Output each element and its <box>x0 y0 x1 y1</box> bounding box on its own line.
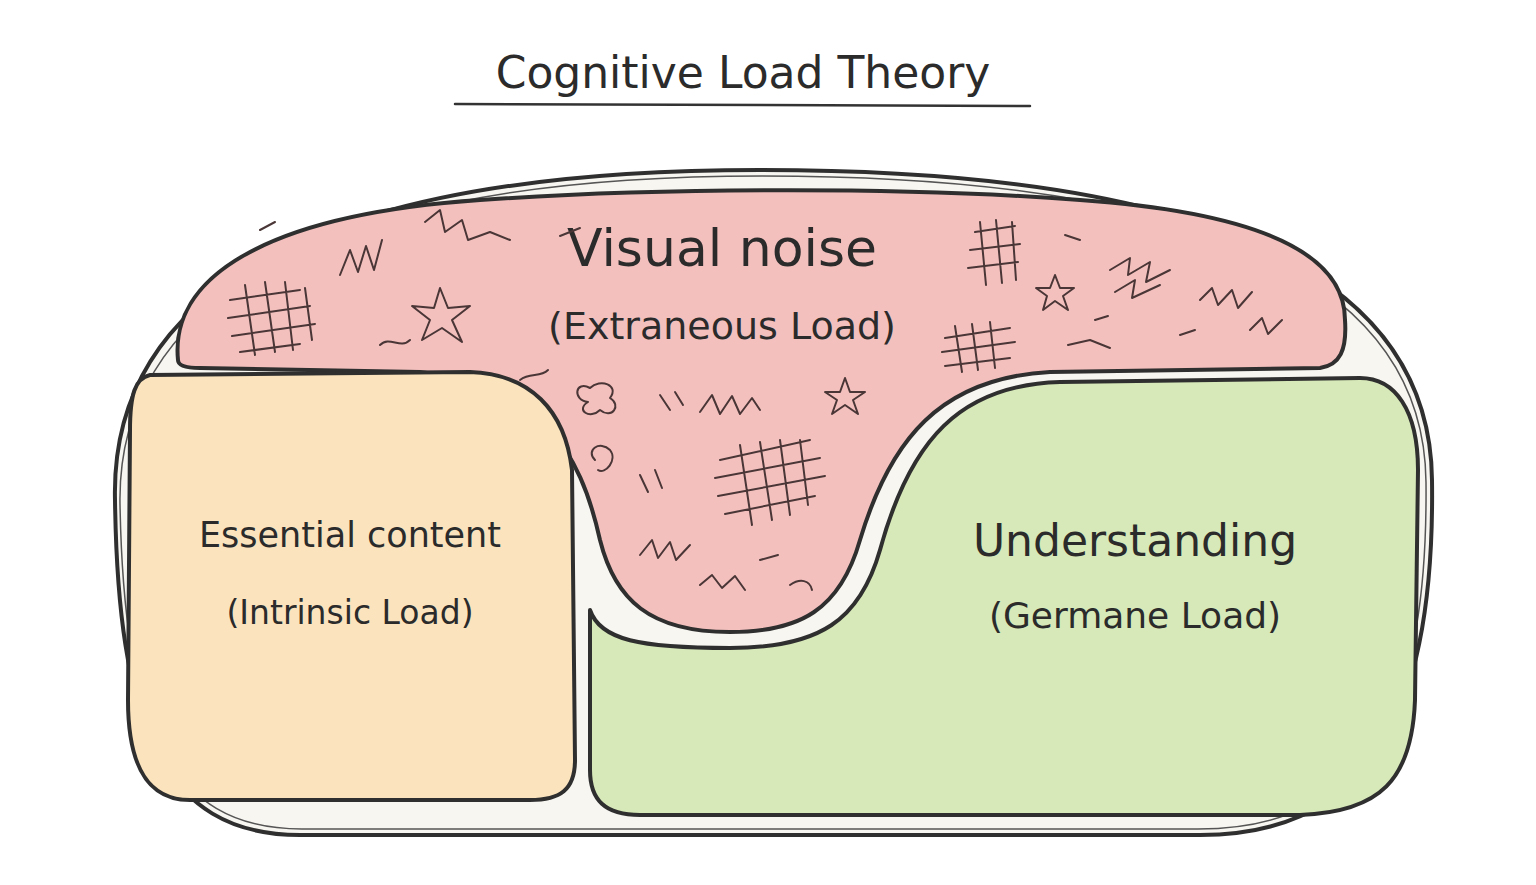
diagram-title: Cognitive Load Theory <box>496 47 991 98</box>
region-subheading: (Intrinsic Load) <box>226 593 473 632</box>
hatch <box>942 322 1015 372</box>
outer-container <box>115 170 1432 835</box>
hatch <box>228 282 315 355</box>
intrinsic-region: Essential content (Intrinsic Load) <box>120 365 585 810</box>
dash <box>1065 235 1195 348</box>
outer-container-sketch <box>120 176 1426 829</box>
hatch <box>715 440 825 525</box>
zigzag <box>1110 258 1170 298</box>
zigzag <box>700 395 760 414</box>
zigzag <box>340 240 382 275</box>
region-outline <box>590 378 1418 815</box>
region-subheading: (Germane Load) <box>989 595 1281 636</box>
star <box>825 378 865 414</box>
squiggle <box>700 555 812 590</box>
region-shape <box>120 365 585 810</box>
region-subheading: (Extraneous Load) <box>548 304 896 348</box>
hatch <box>968 220 1020 285</box>
star <box>1036 275 1074 310</box>
region-outline <box>128 372 575 800</box>
zigzag <box>640 540 690 560</box>
dash <box>520 370 683 410</box>
region-heading: Visual noise <box>567 218 877 278</box>
squiggle <box>592 446 662 492</box>
title-underline <box>455 104 1030 106</box>
star <box>412 288 470 342</box>
region-heading: Understanding <box>973 515 1297 566</box>
zigzag <box>1200 288 1282 334</box>
swirl <box>577 383 615 414</box>
region-heading: Essential content <box>199 515 501 555</box>
germane-region: Understanding (Germane Load) <box>580 370 1430 825</box>
zigzag <box>425 210 510 240</box>
dash <box>260 222 580 345</box>
